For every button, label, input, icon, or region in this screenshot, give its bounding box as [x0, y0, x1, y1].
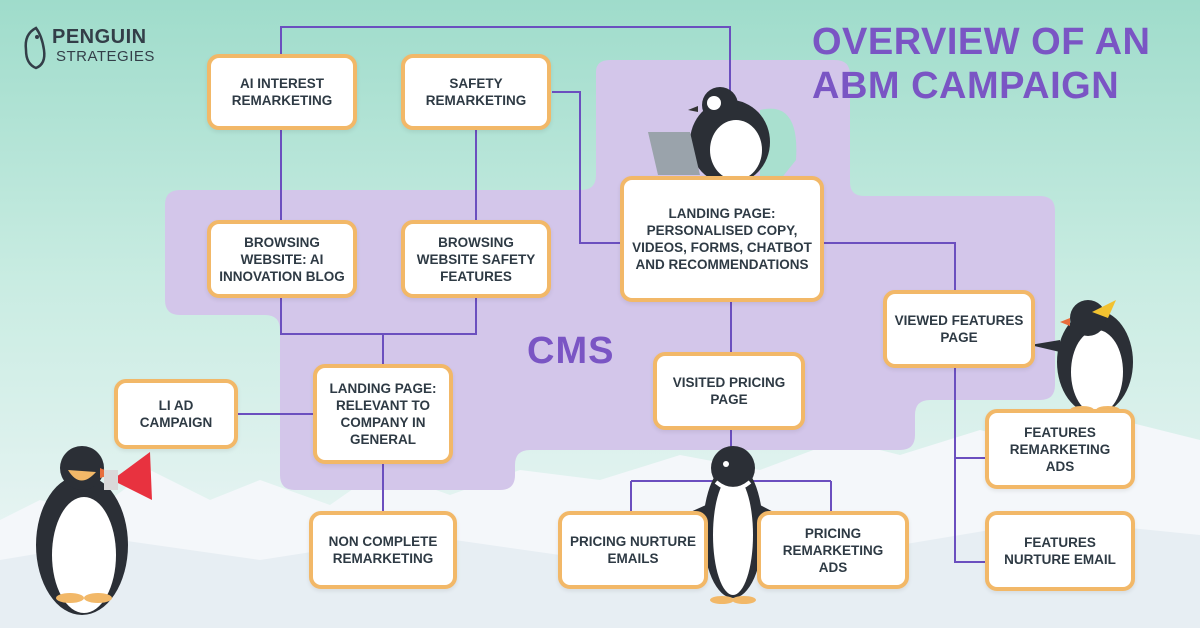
penguin-megaphone-illustration [36, 446, 152, 615]
connector-features-to-children [954, 368, 986, 563]
node-viewed-features: VIEWED FEATURES PAGE [883, 290, 1035, 368]
node-pricing-nurture: PRICING NURTURE EMAILS [558, 511, 708, 589]
penguin-strategies-logo: PENGUIN STRATEGIES [16, 24, 166, 76]
connector-browsing-merge [280, 297, 477, 335]
connector-top-loop [280, 26, 731, 95]
node-visited-pricing: VISITED PRICING PAGE [653, 352, 805, 430]
penguin-laptop-illustration [648, 87, 797, 184]
connector-safety-to-personalised [552, 91, 622, 244]
cms-region-label: CMS [527, 330, 615, 372]
connector-personalised-to-features [823, 242, 956, 290]
node-pricing-remarketing: PRICING REMARKETING ADS [757, 511, 909, 589]
node-safety-remarketing: SAFETY REMARKETING [401, 54, 551, 130]
logo-line-strategies: STRATEGIES [56, 48, 155, 65]
node-li-ad-campaign: LI AD CAMPAIGN [114, 379, 238, 449]
node-features-remarketing: FEATURES REMARKETING ADS [985, 409, 1135, 489]
node-landing-personalised: LANDING PAGE: PERSONALISED COPY, VIDEOS,… [620, 176, 824, 302]
page-title: OVERVIEW OF AN ABM CAMPAIGN [812, 20, 1172, 108]
node-non-complete-remarketing: NON COMPLETE REMARKETING [309, 511, 457, 589]
node-browsing-safety: BROWSING WEBSITE SAFETY FEATURES [401, 220, 551, 298]
title-line-2: ABM CAMPAIGN [812, 65, 1120, 107]
node-ai-interest-remarketing: AI INTEREST REMARKETING [207, 54, 357, 130]
penguin-logo-icon [24, 26, 46, 70]
logo-line-penguin: PENGUIN [52, 26, 147, 48]
node-landing-general: LANDING PAGE: RELEVANT TO COMPANY IN GEN… [313, 364, 453, 464]
title-line-1: OVERVIEW OF AN [812, 21, 1151, 63]
penguin-rockhopper-illustration [1030, 300, 1133, 414]
node-features-nurture: FEATURES NURTURE EMAIL [985, 511, 1135, 591]
node-browsing-ai-blog: BROWSING WEBSITE: AI INNOVATION BLOG [207, 220, 357, 298]
